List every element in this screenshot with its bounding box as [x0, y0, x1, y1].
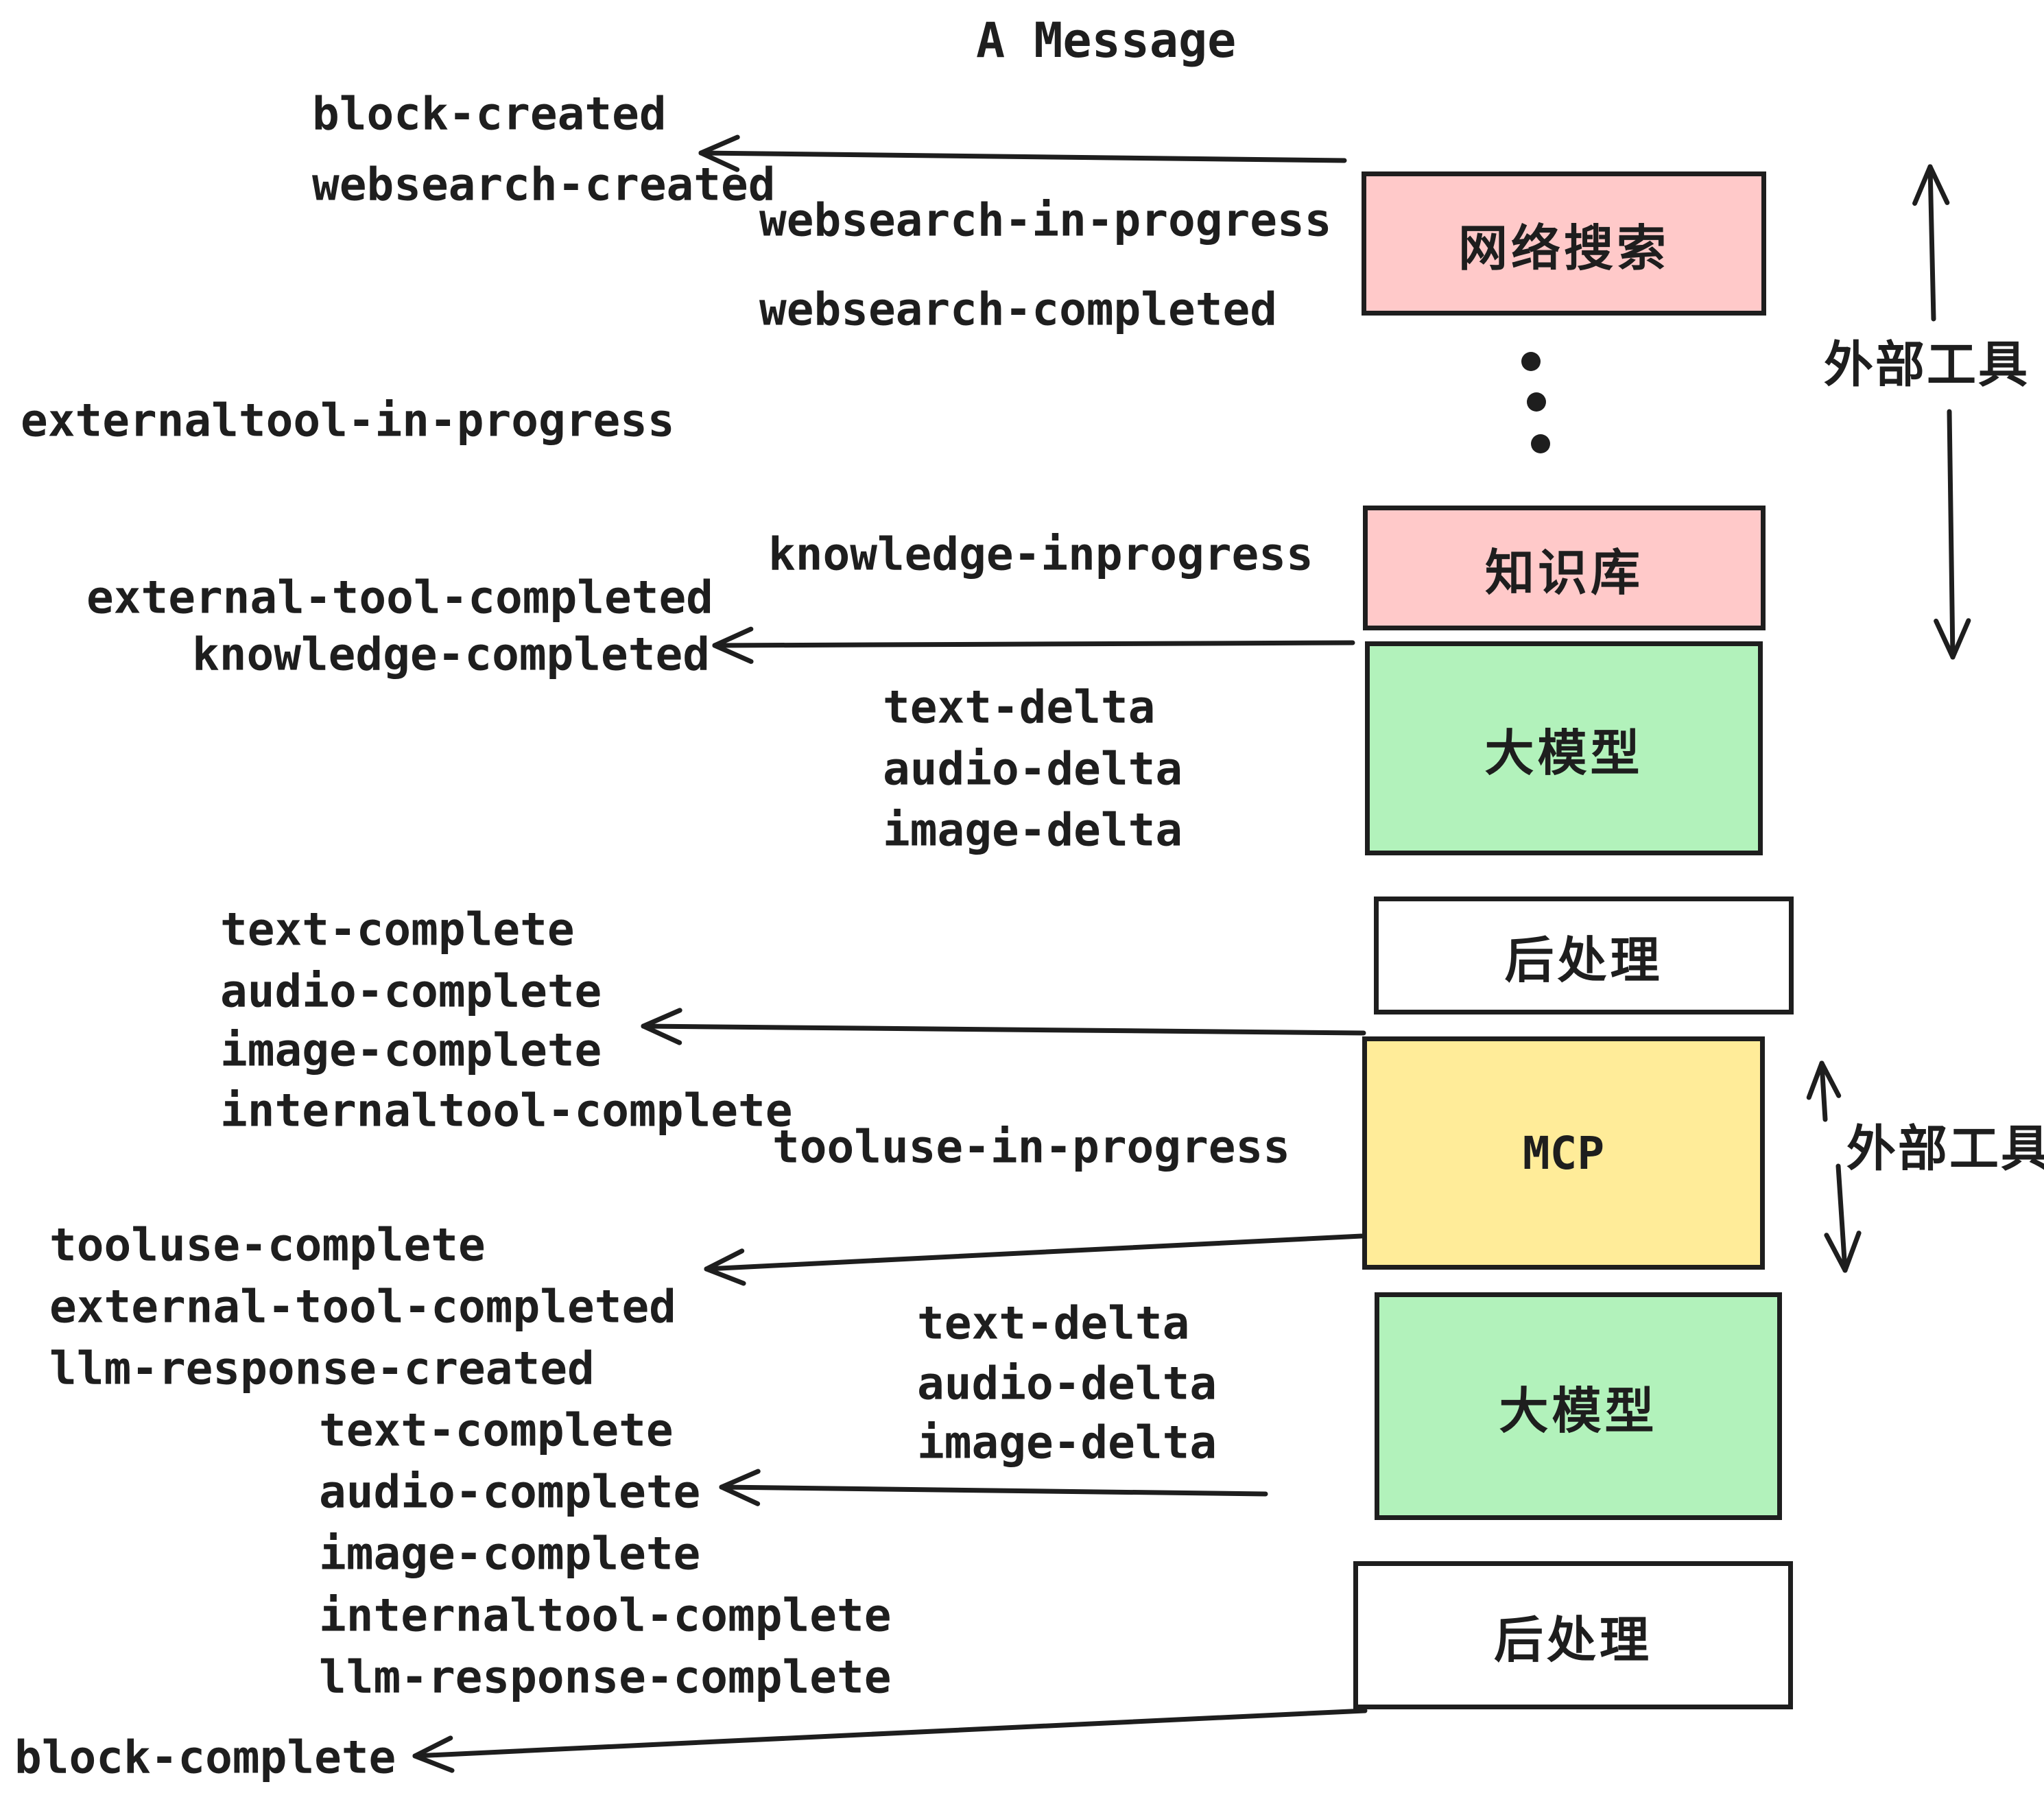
event-label-external-tool-completed-1: external-tool-completed	[86, 571, 713, 624]
box-label: MCP	[1522, 1126, 1605, 1180]
event-label-websearch-created: websearch-created	[312, 158, 776, 211]
external-tools-arrow-up-2	[1806, 1060, 1842, 1122]
event-label-block-created: block-created	[312, 87, 667, 141]
event-label-websearch-completed: websearch-completed	[759, 283, 1277, 336]
ellipsis-dot	[1531, 434, 1550, 453]
arrow-to-image-complete	[641, 1008, 1366, 1045]
event-label-llm-response-created: llm-response-created	[49, 1342, 595, 1395]
event-label-llm-response-complete: llm-response-complete	[319, 1650, 892, 1704]
box-label: 后处理	[1493, 1611, 1652, 1669]
side-label-external-tools-1: 外部工具	[1824, 335, 2030, 394]
external-tools-arrow-up-1	[1912, 164, 1950, 322]
event-label-image-delta-2: image-delta	[917, 1416, 1217, 1469]
box-llm-1: 大模型	[1365, 641, 1763, 855]
diagram-title: A Message	[976, 12, 1237, 69]
event-label-audio-delta-2: audio-delta	[917, 1357, 1217, 1410]
event-label-internaltool-complete-1: internaltool-complete	[220, 1084, 793, 1137]
event-label-internaltool-complete-2: internaltool-complete	[319, 1589, 892, 1642]
event-label-tooluse-complete: tooluse-complete	[49, 1218, 486, 1272]
box-label: 网络搜索	[1458, 219, 1669, 277]
box-label: 知识库	[1484, 543, 1643, 602]
event-label-text-delta-1: text-delta	[883, 680, 1156, 734]
ellipsis-dot	[1521, 352, 1541, 371]
event-label-audio-delta-1: audio-delta	[883, 742, 1183, 796]
event-label-block-complete: block-complete	[14, 1731, 396, 1784]
external-tools-arrow-down-2	[1824, 1163, 1862, 1273]
box-knowledge: 知识库	[1363, 506, 1766, 630]
event-label-websearch-in-progress: websearch-in-progress	[759, 193, 1332, 247]
event-label-text-complete-2: text-complete	[319, 1403, 674, 1457]
arrow-to-block-complete	[412, 1708, 1368, 1773]
event-label-image-complete-1: image-complete	[220, 1023, 602, 1077]
arrow-to-knowledge-completed	[712, 626, 1355, 664]
event-label-text-delta-2: text-delta	[917, 1296, 1190, 1350]
event-label-image-complete-2: image-complete	[319, 1527, 701, 1580]
event-label-knowledge-completed: knowledge-completed	[192, 628, 710, 681]
side-label-external-tools-2: 外部工具	[1846, 1119, 2044, 1178]
box-websearch: 网络搜索	[1362, 171, 1766, 316]
arrow-to-tooluse-complete	[704, 1233, 1364, 1286]
box-mcp: MCP	[1362, 1036, 1765, 1270]
box-label: 大模型	[1499, 1381, 1658, 1440]
box-label: 大模型	[1484, 724, 1643, 782]
external-tools-arrow-down-1	[1934, 409, 1971, 660]
box-postprocess-1: 后处理	[1374, 897, 1794, 1014]
event-label-tooluse-in-progress: tooluse-in-progress	[772, 1120, 1290, 1174]
event-label-knowledge-inprogress: knowledge-inprogress	[768, 527, 1314, 581]
box-label: 后处理	[1504, 931, 1663, 989]
event-label-audio-complete-2: audio-complete	[319, 1465, 701, 1519]
event-label-external-tool-completed-2: external-tool-completed	[49, 1280, 676, 1333]
box-postprocess-2: 后处理	[1353, 1561, 1793, 1709]
event-label-text-complete-1: text-complete	[220, 903, 575, 956]
box-llm-2: 大模型	[1375, 1292, 1782, 1520]
event-label-audio-complete-1: audio-complete	[220, 964, 602, 1018]
ellipsis-dot	[1527, 392, 1546, 412]
event-label-externaltool-in-progress: externaltool-in-progress	[21, 394, 675, 447]
arrow-to-audio-complete	[719, 1469, 1268, 1506]
event-label-image-delta-1: image-delta	[883, 803, 1183, 857]
arrow-to-block-created	[698, 134, 1347, 172]
